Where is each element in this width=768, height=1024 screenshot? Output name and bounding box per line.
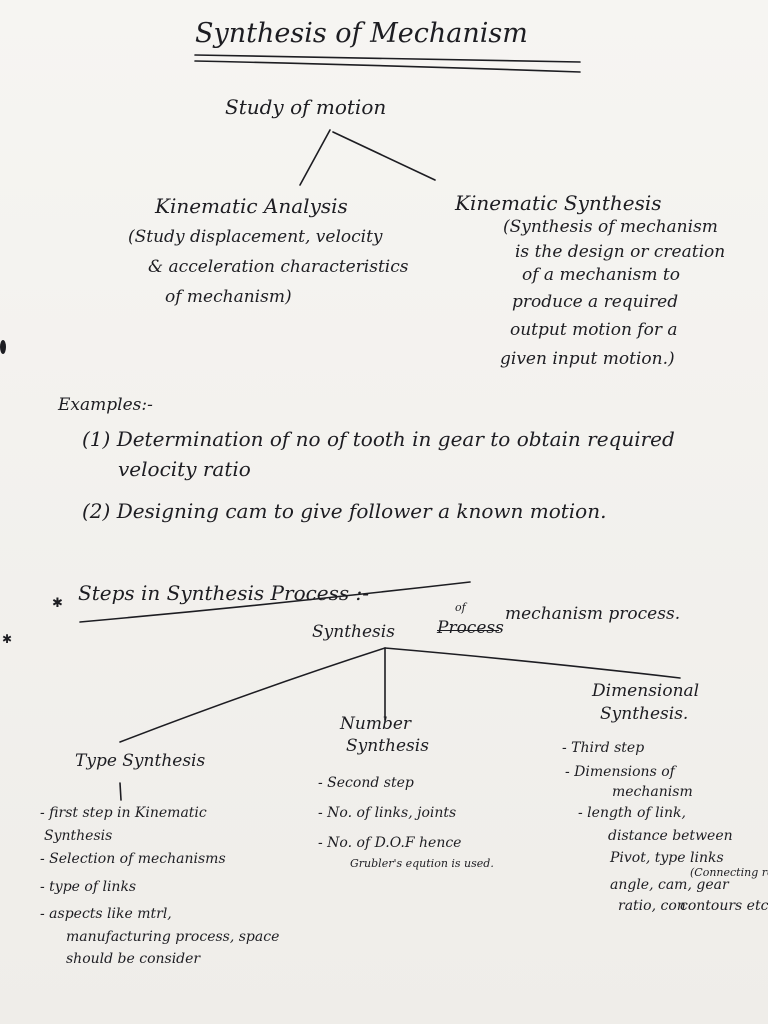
number-synthesis-heading-2: Synthesis <box>346 736 429 756</box>
dimensional-synthesis-heading-1: Dimensional <box>592 681 700 701</box>
example-item-1-cont: velocity ratio <box>118 457 251 481</box>
kinematic-synthesis-line-4: produce a required <box>512 292 679 312</box>
page-title: Synthesis of Mechanism <box>195 18 528 49</box>
examples-heading: Examples:- <box>58 395 153 415</box>
page-edge-mark <box>0 340 6 354</box>
type-synthesis-heading: Type Synthesis <box>75 751 206 771</box>
type-synthesis-item-4-end: should be consider <box>66 951 201 967</box>
type-synthesis-item-4-cont: manufacturing process, space <box>66 929 280 945</box>
kinematic-synthesis-line-1: (Synthesis of mechanism <box>503 217 718 237</box>
kinematic-analysis-heading: Kinematic Analysis <box>155 194 348 218</box>
type-synthesis-item-1-cont: Synthesis <box>44 828 113 844</box>
dimensional-synthesis-item-3-cont-4: ratio, con <box>618 898 686 914</box>
dimensional-synthesis-item-1: - Third step <box>562 740 645 756</box>
type-synthesis-item-1: - first step in Kinematic <box>40 805 207 821</box>
kinematic-synthesis-line-3: of a mechanism to <box>522 265 680 285</box>
dimensional-synthesis-item-2-cont: mechanism <box>612 784 693 800</box>
kinematic-analysis-line-2: & acceleration characteristics <box>148 257 409 277</box>
synthesis-process-right: mechanism process. <box>505 604 681 624</box>
kinematic-synthesis-line-2: is the design or creation <box>515 242 726 262</box>
dimensional-synthesis-heading-2: Synthesis. <box>600 704 689 724</box>
dimensional-synthesis-item-3-end: contours etc <box>680 898 768 914</box>
number-synthesis-item-1: - Second step <box>318 775 414 791</box>
steps-heading: Steps in Synthesis Process :- <box>78 581 370 605</box>
dimensional-synthesis-note: (Connecting rod) <box>690 866 768 879</box>
dimensional-synthesis-item-2: - Dimensions of <box>565 764 675 780</box>
synthesis-process-left: Synthesis <box>312 622 395 642</box>
synthesis-process-inserted: of <box>455 601 466 614</box>
kinematic-synthesis-line-6: given input motion.) <box>500 349 675 369</box>
example-item-1: (1) Determination of no of tooth in gear… <box>82 427 675 451</box>
number-synthesis-item-3: - No. of D.O.F hence <box>318 835 462 851</box>
example-item-2: (2) Designing cam to give follower a kno… <box>82 499 607 523</box>
kinematic-synthesis-heading: Kinematic Synthesis <box>455 191 662 215</box>
dimensional-synthesis-item-3-cont-1: distance between <box>608 828 733 844</box>
type-synthesis-item-3: - type of links <box>40 879 137 895</box>
type-synthesis-item-4: - aspects like mtrl, <box>40 906 172 922</box>
number-synthesis-item-3-cont: Grubler's eqution is used. <box>350 857 494 870</box>
number-synthesis-heading-1: Number <box>340 714 412 734</box>
strike-through-mark <box>437 630 499 631</box>
dimensional-synthesis-item-3-cont-3: angle, cam, gear <box>610 877 729 893</box>
type-synthesis-item-2: - Selection of mechanisms <box>40 851 226 867</box>
dimensional-synthesis-item-3: - length of link, <box>578 805 686 821</box>
synthesis-process-struck: Process <box>437 618 504 638</box>
page-edge-star-mark: ✱ <box>2 632 13 646</box>
kinematic-synthesis-line-5: output motion for a <box>510 320 678 340</box>
dimensional-synthesis-item-3-cont-2: Pivot, type links <box>610 850 724 866</box>
kinematic-analysis-line-1: (Study displacement, velocity <box>128 227 383 247</box>
star-bullet-icon: ✱ <box>52 596 63 611</box>
study-of-motion-heading: Study of motion <box>225 95 387 119</box>
number-synthesis-item-2: - No. of links, joints <box>318 805 457 821</box>
kinematic-analysis-line-3: of mechanism) <box>165 287 292 307</box>
